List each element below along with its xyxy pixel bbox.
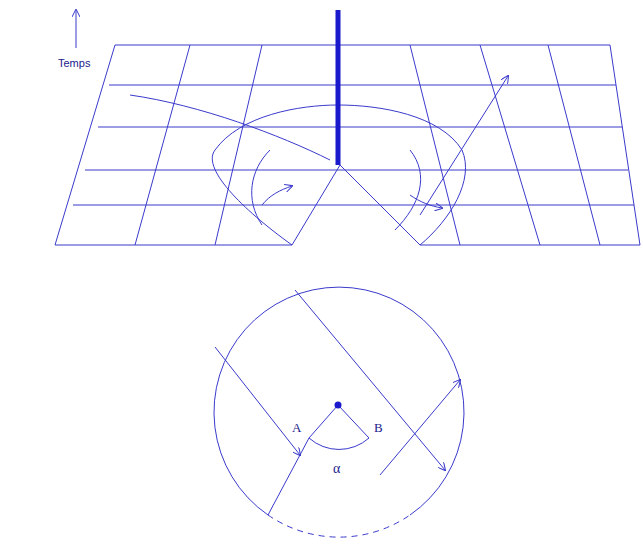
point-label: A: [292, 421, 301, 434]
point-label: α: [333, 462, 340, 476]
curved-grid: [212, 105, 338, 245]
axis-label: Temps: [58, 58, 90, 69]
deficit-angle-arc: [309, 438, 369, 449]
time-arrow: [76, 10, 77, 48]
cosmic-string: [336, 10, 341, 165]
flattened-circle: [214, 287, 464, 515]
point-label: B: [374, 421, 383, 434]
string-point: [335, 402, 342, 409]
spacetime-plane: [55, 45, 640, 245]
missing-arc: [268, 515, 410, 537]
